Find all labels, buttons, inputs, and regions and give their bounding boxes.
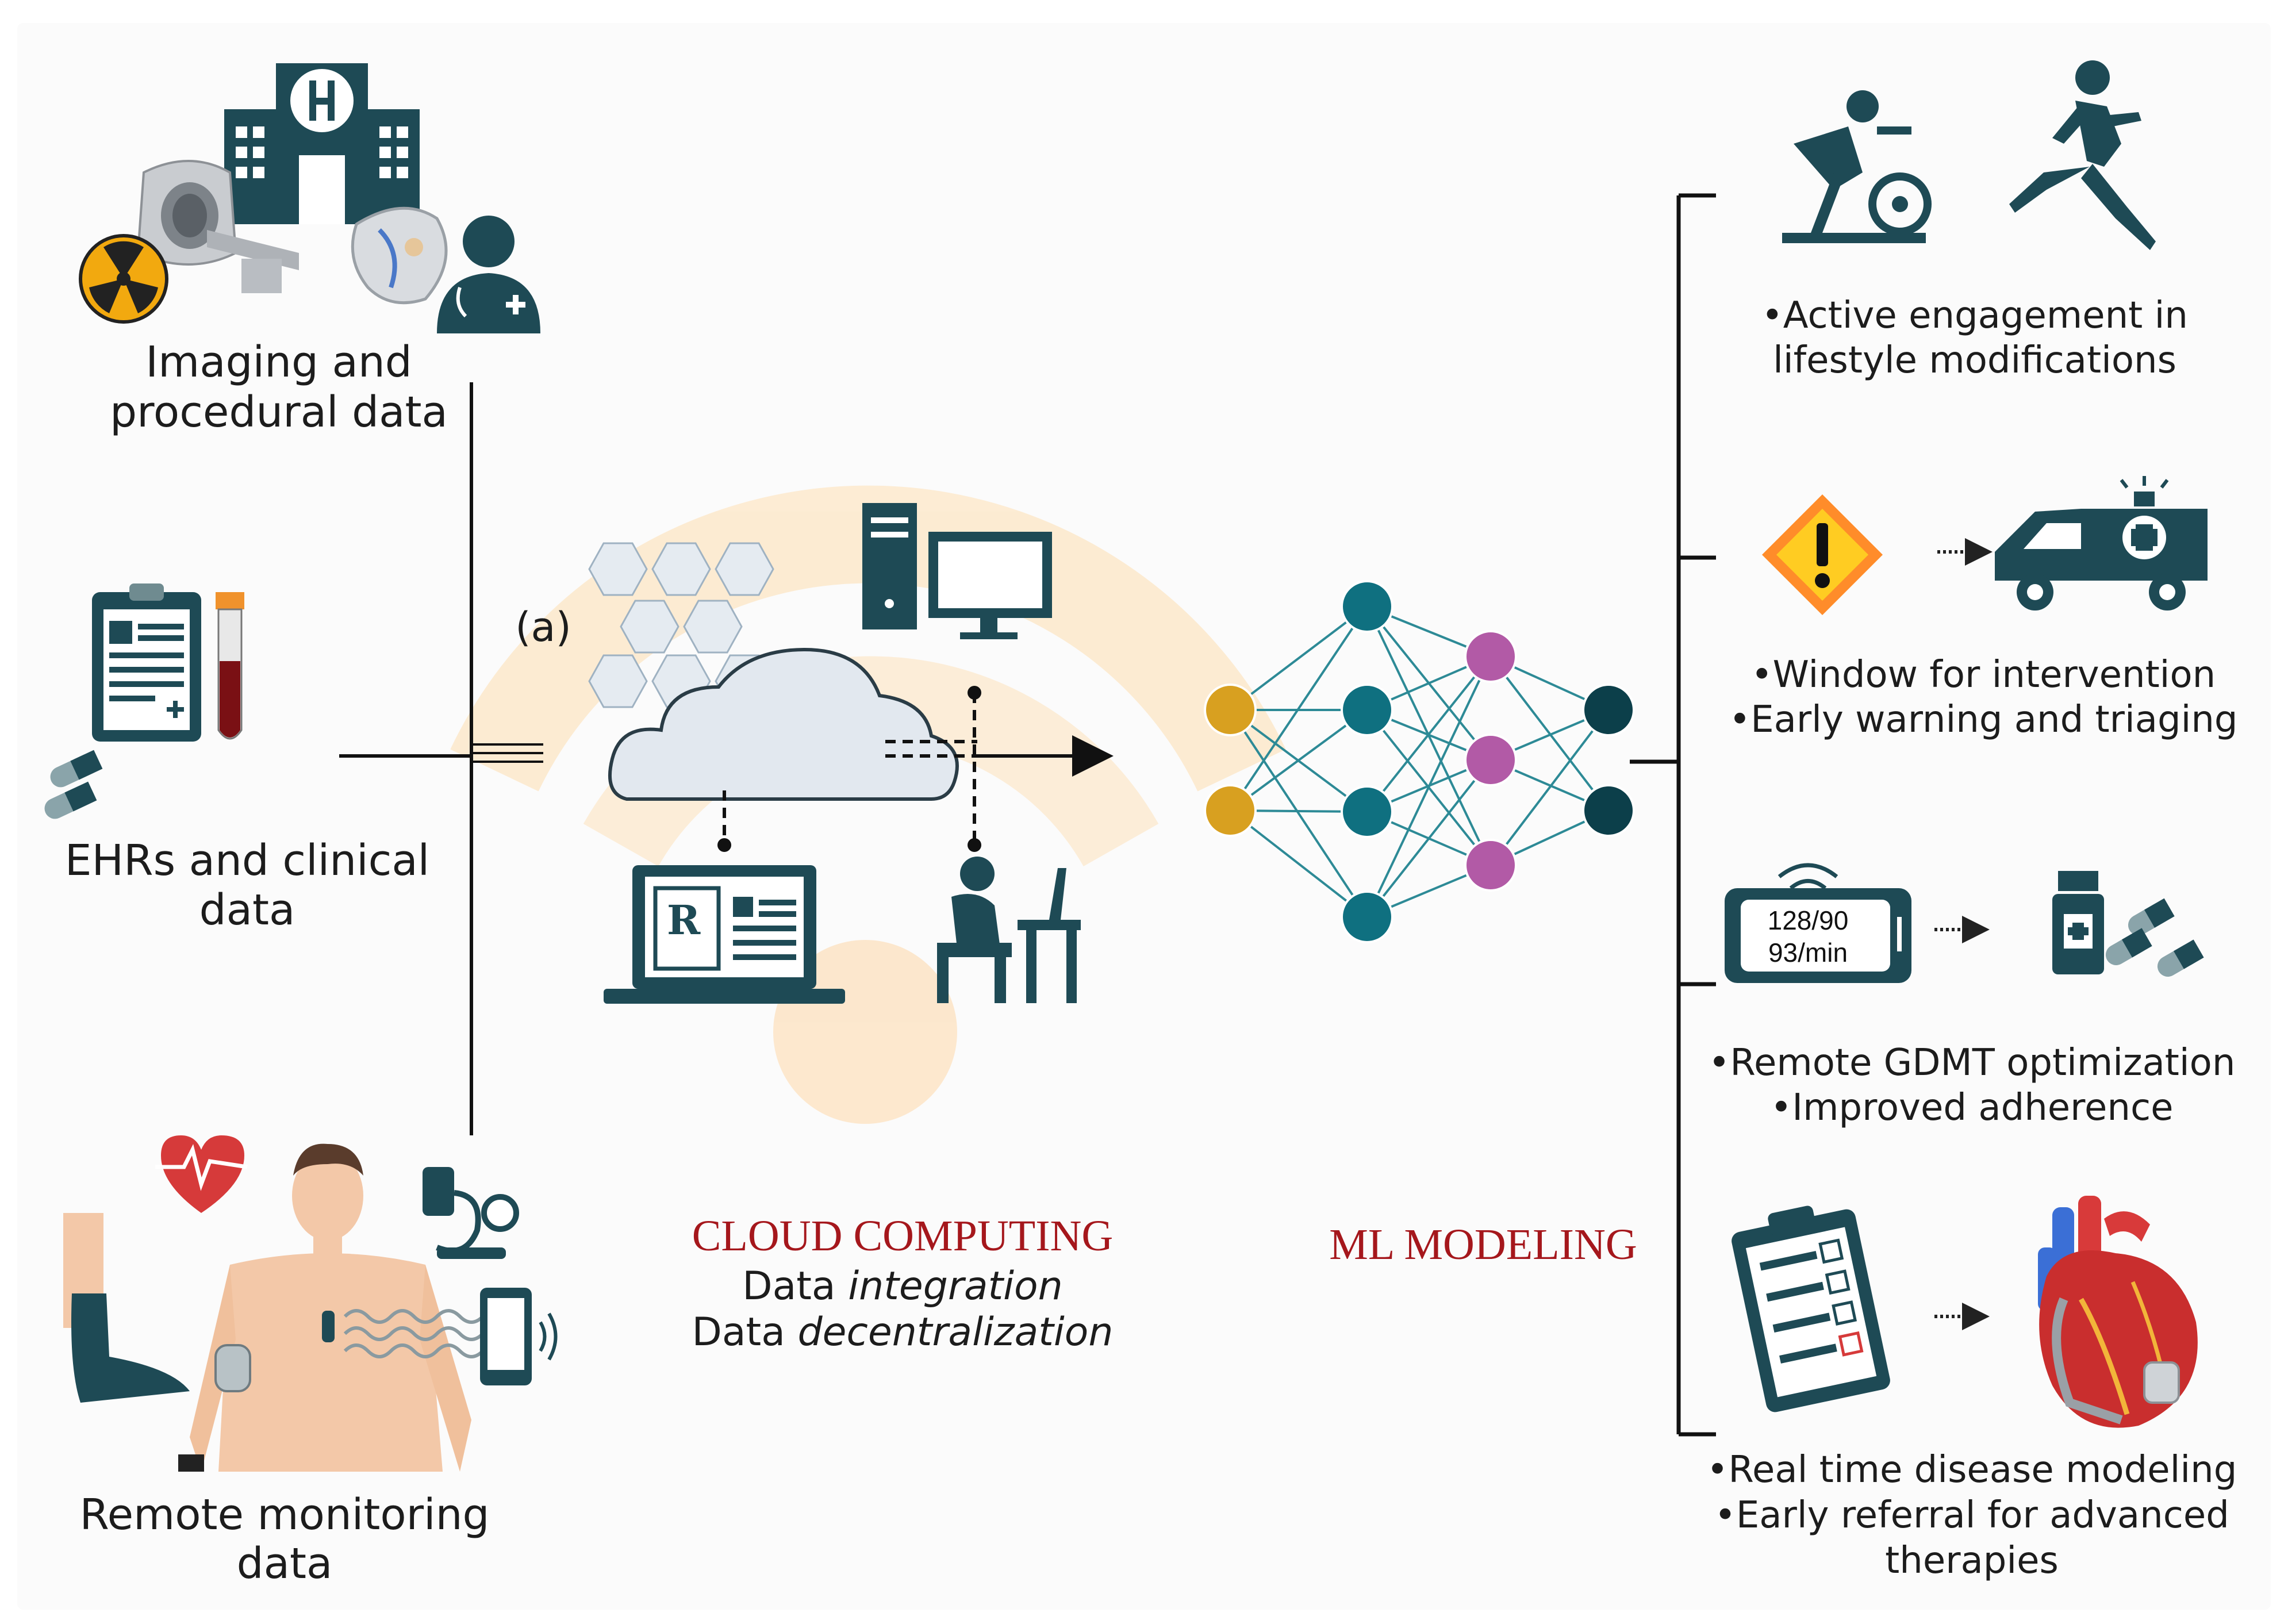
imaging-cluster — [79, 63, 540, 333]
output-2-line2: •Early warning and triaging — [1729, 698, 2237, 741]
heart-device-icon — [351, 206, 448, 305]
ehr-label-line1: EHRs and clinical — [65, 836, 430, 885]
user-at-desk-icon — [937, 857, 1081, 1003]
hospital-icon — [224, 63, 420, 224]
imaging-label-line1: Imaging and — [145, 337, 412, 387]
output-4-line1: •Real time disease modeling — [1707, 1449, 2237, 1491]
nn-edge — [1229, 709, 1368, 812]
cloud-dotted-connectors — [723, 693, 977, 845]
output-2-icons — [1762, 476, 2208, 615]
nn-edge — [1489, 655, 1610, 812]
sock-sensor-icon — [63, 1213, 190, 1403]
medication-icon — [2052, 871, 2204, 977]
input-connector-lines — [339, 382, 543, 1135]
exercise-bike-icon — [1782, 90, 1932, 243]
nn-node-layer-3 — [1464, 734, 1517, 786]
anatomical-heart-icon — [2038, 1196, 2198, 1428]
output-3-line2: •Improved adherence — [1770, 1086, 2173, 1129]
cloud-line2-italic: decentralization — [797, 1310, 1113, 1355]
output-2-line1: •Window for intervention — [1751, 654, 2216, 696]
remote-label-line1: Remote monitoring — [79, 1490, 489, 1539]
output-4-icons — [1732, 1196, 2198, 1428]
nn-node-layer-2 — [1341, 684, 1393, 736]
nn-node-layer-4 — [1582, 784, 1635, 837]
output-3-icons: 128/90 93/min — [1725, 863, 2204, 983]
output-1-line2: lifestyle modifications — [1773, 339, 2176, 382]
nn-edge — [1229, 605, 1368, 711]
monitor-hr-reading: 93/min — [1768, 938, 1848, 968]
radiation-icon — [79, 234, 168, 324]
cloud-figure-label: (a) — [515, 604, 571, 651]
output-4-line2: •Early referral for advanced — [1714, 1494, 2229, 1537]
doctor-icon — [437, 216, 540, 333]
cloud-line2: Data decentralization — [692, 1310, 1114, 1355]
runner-icon — [2009, 60, 2156, 250]
nn-edge — [1229, 605, 1368, 812]
cloud-line1-italic: integration — [848, 1264, 1063, 1309]
ecg-wave-lines — [343, 1309, 485, 1358]
nn-node-layer-2 — [1341, 785, 1393, 838]
output-bracket — [1630, 193, 1716, 1437]
mri-scanner-icon — [136, 160, 299, 293]
heart-rate-icon — [155, 1135, 248, 1213]
cloud-computing-title: CLOUD COMPUTING — [692, 1212, 1114, 1260]
cloud-line1: Data integration — [742, 1264, 1063, 1309]
nn-node-layer-1 — [1204, 784, 1257, 837]
monitor-bp-reading: 128/90 — [1768, 905, 1849, 935]
user-connector-dot — [968, 838, 981, 852]
hexagon-network-icon — [588, 542, 774, 708]
cloud-line1-plain: Data — [742, 1264, 848, 1309]
nn-edge — [1229, 709, 1368, 918]
clipboard-icon — [92, 583, 201, 742]
patient-body-icon — [178, 1143, 471, 1472]
nn-edge — [1366, 656, 1492, 917]
remote-cluster — [63, 1135, 558, 1472]
nn-node-layer-2 — [1341, 580, 1393, 633]
imaging-label-line2: procedural data — [110, 387, 448, 437]
nn-edge — [1366, 759, 1492, 918]
nn-node-layer-3 — [1464, 839, 1517, 892]
nn-node-layer-2 — [1341, 890, 1393, 943]
cloud-icon — [608, 647, 959, 801]
pill-capsules-icon — [44, 750, 103, 819]
nn-node-layer-1 — [1204, 684, 1257, 736]
svg-text:R: R — [667, 896, 701, 944]
laptop-prescription-icon: R — [604, 865, 845, 1004]
monitor-device-icon — [1725, 888, 1911, 983]
top-connector-dot — [968, 686, 981, 700]
neural-network — [1204, 580, 1635, 943]
wifi-signal-icon — [1778, 863, 1838, 890]
output-1-icons — [1782, 60, 2156, 250]
laptop-connector-dot — [717, 838, 731, 852]
nn-edge — [1489, 709, 1610, 866]
output-3-line1: •Remote GDMT optimization — [1709, 1042, 2236, 1084]
computer-icon — [862, 503, 1052, 639]
nn-edge — [1229, 809, 1368, 918]
nn-node-layer-3 — [1464, 630, 1517, 683]
ehr-cluster — [44, 583, 244, 819]
ehr-label-line2: data — [199, 885, 295, 935]
blood-tube-icon — [216, 592, 244, 740]
checklist-icon — [1732, 1205, 1890, 1412]
cloud-cluster: (a) R — [515, 503, 1114, 1004]
nn-node-layer-4 — [1582, 684, 1635, 736]
nn-edge — [1366, 655, 1492, 813]
warning-icon — [1762, 494, 1883, 615]
output-1-line1: •Active engagement in — [1761, 294, 2188, 337]
output-4-line3: therapies — [1885, 1539, 2059, 1582]
ambulance-icon — [1995, 476, 2208, 611]
cloud-line2-plain: Data — [692, 1310, 798, 1355]
ml-modeling-title: ML MODELING — [1329, 1220, 1637, 1269]
remote-label-line2: data — [237, 1539, 333, 1588]
blood-pressure-cuff-icon — [423, 1167, 519, 1259]
smartphone-icon — [480, 1288, 558, 1385]
neural-network-nodes — [1204, 580, 1635, 943]
